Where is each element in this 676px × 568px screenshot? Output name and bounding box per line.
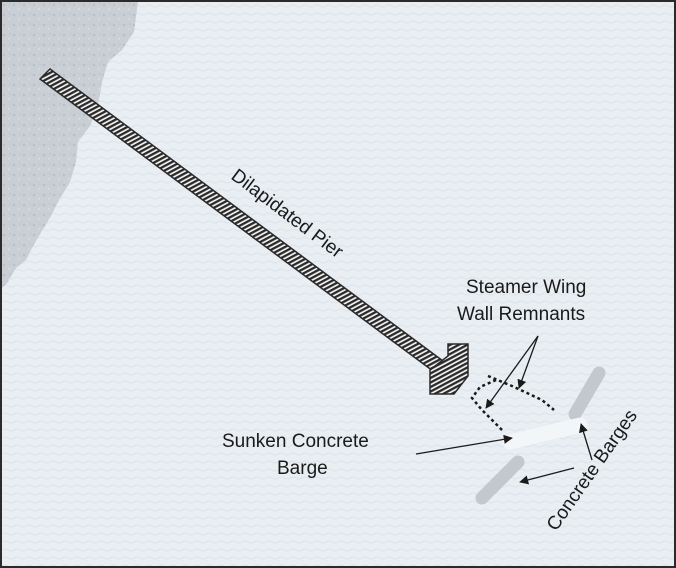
arrow-wing-wall-right	[517, 335, 539, 389]
label-sunken-barge-1: Sunken Concrete	[222, 431, 369, 452]
arrow-barge-lower	[519, 467, 575, 485]
arrow-wing-wall-left	[485, 335, 539, 409]
concrete-barge-lower	[475, 455, 525, 505]
label-sunken-barge-2: Barge	[277, 458, 328, 479]
pier-head	[429, 343, 469, 395]
label-wing-wall-2: Wall Remnants	[457, 304, 585, 325]
wing-wall-right	[487, 374, 555, 411]
arrow-sunken-barge	[415, 434, 513, 455]
leader-arrows	[415, 335, 593, 485]
arrow-barge-upper	[579, 423, 593, 461]
label-wing-wall-1: Steamer Wing	[466, 277, 586, 298]
wing-wall-remnants	[470, 374, 555, 431]
concrete-barges	[475, 366, 606, 505]
sunken-concrete-barge	[502, 417, 588, 450]
concrete-barge-upper	[568, 366, 606, 421]
shoreline	[2, 2, 138, 288]
pier	[38, 68, 469, 395]
wing-wall-left	[470, 378, 503, 431]
